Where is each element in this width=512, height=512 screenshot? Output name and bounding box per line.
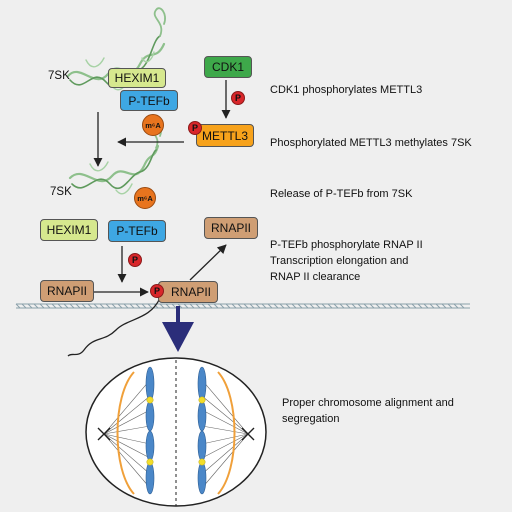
dividing-cell [85,357,267,507]
spindle-pole-left [97,427,111,441]
spindle-fibers [103,379,249,489]
annotation-step4-line1: P-TEFb phosphorylate RNAP II [270,239,423,251]
ptefb-box-top: P-TEFb [120,90,178,111]
rnapii-box-released: RNAPII [204,217,258,239]
spindle-arc-right [217,371,236,495]
7sk-label-middle: 7SK [50,186,72,198]
phospho-mark-rnapii: P [150,284,164,298]
hexim1-box-middle: HEXIM1 [40,219,98,241]
cdk1-box: CDK1 [204,56,252,78]
spindle-pole-right [241,427,255,441]
annotation-step3: Release of P-TEFb from 7SK [270,188,413,200]
rnapii-box-left: RNAPII [40,280,94,302]
spindle-arc-left [116,371,135,495]
m6a-mark-arrow: m⁶A [142,114,164,136]
ptefb-box-middle: P-TEFb [108,220,166,242]
annotation-step4-line2: Transcription elongation and [270,255,409,267]
annotation-step1: CDK1 phosphorylates METTL3 [270,84,423,96]
centromeres [146,396,206,466]
phospho-mark-cdk1: P [231,91,245,105]
hexim1-box-top: HEXIM1 [108,68,166,88]
annotation-step2: Phosphorylated METTL3 methylates 7SK [270,137,472,149]
nascent-mrna-strand [67,297,161,357]
rna-helix-top-loop [153,7,166,37]
mettl3-box: METTL3 [196,124,254,147]
rnapii-box-center: RNAPII [158,281,218,303]
annotation-step4-line3: RNAP II clearance [270,271,361,283]
7sk-rna-helix-middle [68,121,162,195]
arrows [93,80,231,297]
annotation-step5-line2: segregation [282,413,340,425]
annotation-step5-line1: Proper chromosome alignment and [282,397,454,409]
7sk-label-top: 7SK [48,70,70,82]
phospho-mark-mettl3: P [188,121,202,135]
dna-strand [15,303,470,309]
arrow-rnapii-release [189,244,227,281]
rna-helix-strand-b [71,149,157,190]
rna-helix-strand-c [89,161,133,195]
rna-helix-strand-a [68,144,160,183]
phospho-mark-ptefb: P [128,253,142,267]
big-down-arrow [162,306,194,352]
m6a-mark-7sk: m⁶A [134,187,156,209]
